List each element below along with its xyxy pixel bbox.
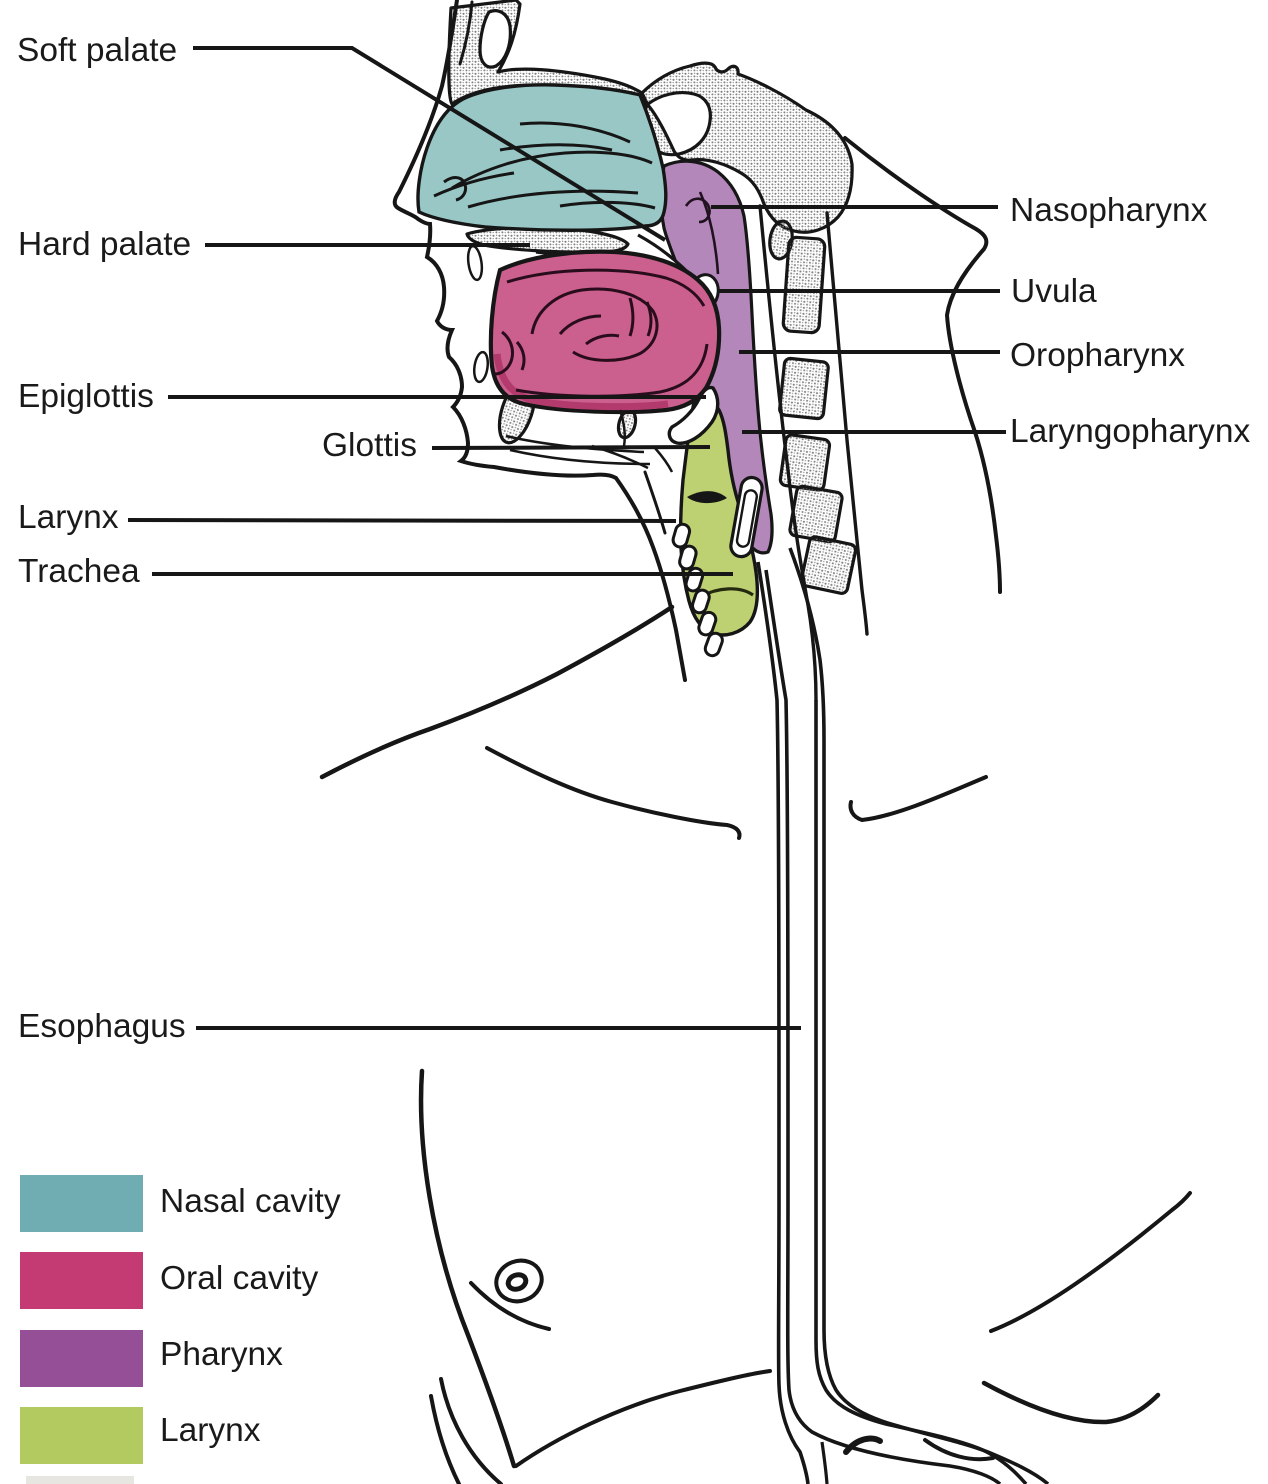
svg-text:Uvula: Uvula xyxy=(1011,273,1097,310)
svg-text:Epiglottis: Epiglottis xyxy=(18,378,154,415)
svg-text:Esophagus: Esophagus xyxy=(18,1008,186,1045)
svg-text:Oropharynx: Oropharynx xyxy=(1010,337,1185,374)
svg-text:Hard palate: Hard palate xyxy=(18,226,191,263)
svg-text:Soft palate: Soft palate xyxy=(17,32,177,69)
svg-text:Oral cavity: Oral cavity xyxy=(160,1260,318,1297)
svg-text:Larynx: Larynx xyxy=(160,1412,261,1449)
svg-text:Larynx: Larynx xyxy=(18,499,119,536)
svg-text:Glottis: Glottis xyxy=(322,427,417,464)
svg-text:Laryngopharynx: Laryngopharynx xyxy=(1010,413,1250,450)
svg-text:Nasopharynx: Nasopharynx xyxy=(1010,192,1208,229)
svg-text:Pharynx: Pharynx xyxy=(160,1336,283,1373)
svg-text:Trachea: Trachea xyxy=(18,553,140,590)
svg-text:Nasal cavity: Nasal cavity xyxy=(160,1183,341,1220)
